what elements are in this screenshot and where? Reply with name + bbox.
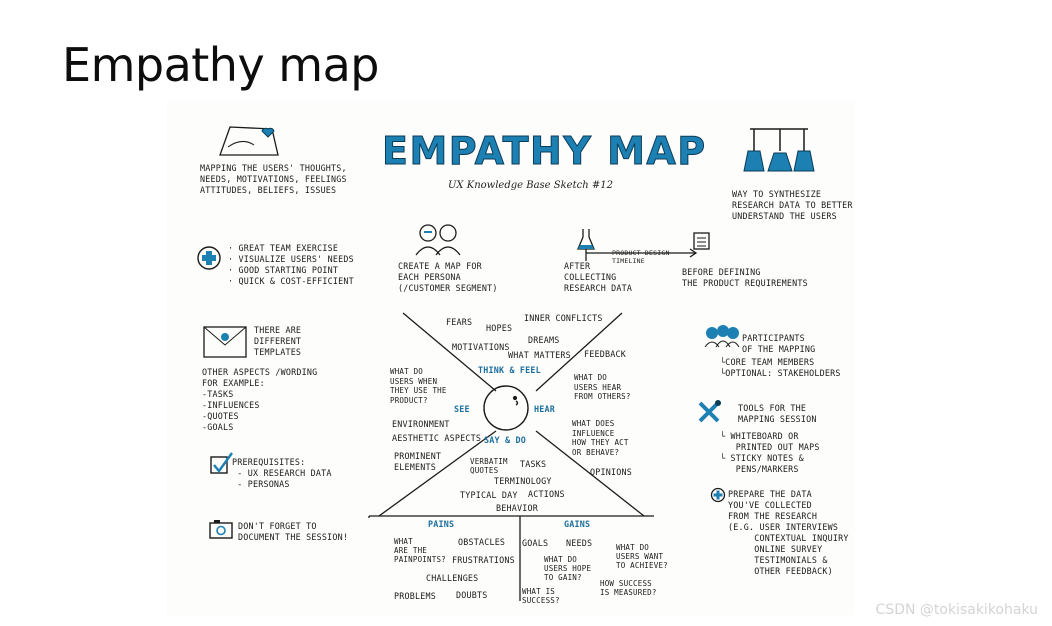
persona-icon: [412, 219, 466, 257]
participants-icon: [704, 323, 740, 349]
word-actions: ACTIONS: [528, 489, 565, 500]
tools-heading: TOOLS FOR THE MAPPING SESSION: [738, 403, 817, 425]
word-verbatim: VERBATIM QUOTES: [470, 457, 508, 475]
before-text: BEFORE DEFINING THE PRODUCT REQUIREMENTS: [682, 267, 808, 289]
checkbox-icon: [208, 451, 234, 475]
word-goals: GOALS: [522, 538, 548, 549]
participants-heading: PARTICIPANTS OF THE MAPPING: [742, 333, 815, 355]
watermark: CSDN @tokisakikohaku: [876, 602, 1038, 618]
word-doubts: DOUBTS: [456, 590, 487, 601]
map-heart-icon: [218, 123, 280, 159]
influence-question: WHAT DOES INFLUENCE HOW THEY ACT OR BEHA…: [572, 419, 629, 457]
checklist-icon: [692, 231, 712, 251]
see-label: SEE: [454, 404, 470, 415]
gains-measured-question: HOW SUCCESS IS MEASURED?: [600, 579, 657, 597]
word-obstacles: OBSTACLES: [458, 537, 505, 548]
timeline-text: PRODUCT DESIGN TIMELINE: [612, 249, 670, 265]
word-what-matters: WHAT MATTERS: [508, 350, 571, 361]
word-typical-day: TYPICAL DAY: [460, 490, 518, 501]
hear-question: WHAT DO USERS HEAR FROM OTHERS?: [574, 373, 631, 402]
see-question: WHAT DO USERS WHEN THEY USE THE PRODUCT?: [390, 367, 447, 405]
templates-text: THERE ARE DIFFERENT TEMPLATES: [254, 325, 301, 358]
word-dreams: DREAMS: [528, 335, 559, 346]
slide-title: Empathy map: [62, 38, 379, 92]
tools-list: └ WHITEBOARD OR PRINTED OUT MAPS └ STICK…: [720, 431, 820, 475]
word-terminology: TERMINOLOGY: [494, 476, 552, 487]
after-text: AFTER COLLECTING RESEARCH DATA: [564, 261, 632, 294]
word-needs: NEEDS: [566, 538, 592, 549]
empathy-map-sketch: EMPATHY MAP UX Knowledge Base Sketch #12: [166, 101, 854, 615]
word-problems: PROBLEMS: [394, 591, 436, 602]
template-envelope-icon: [202, 323, 250, 361]
gains-label: GAINS: [564, 519, 590, 530]
word-prominent: PROMINENT ELEMENTS: [394, 451, 441, 473]
word-opinions: OPINIONS: [590, 467, 632, 478]
tools-icon: [696, 399, 724, 425]
word-inner-conflicts: INNER CONFLICTS: [524, 313, 603, 324]
word-frustrations: FRUSTRATIONS: [452, 555, 515, 566]
pains-question: WHAT ARE THE PAINPOINTS?: [394, 537, 446, 564]
word-hopes: HOPES: [486, 323, 512, 334]
camera-icon: [208, 518, 234, 540]
participants-list: └CORE TEAM MEMBERS └OPTIONAL: STAKEHOLDE…: [720, 357, 841, 379]
prepare-list: PREPARE THE DATA YOU'VE COLLECTED FROM T…: [728, 489, 849, 577]
synthesize-text: WAY TO SYNTHESIZE RESEARCH DATA TO BETTE…: [732, 189, 853, 222]
gains-achieve-question: WHAT DO USERS WANT TO ACHIEVE?: [616, 543, 668, 570]
aspects-list: OTHER ASPECTS /WORDING FOR EXAMPLE: -TAS…: [202, 367, 317, 433]
pains-label: PAINS: [428, 519, 454, 530]
say-do-label: SAY & DO: [484, 435, 526, 446]
gains-success-question: WHAT IS SUCCESS?: [522, 587, 560, 605]
benefits-list: · GREAT TEAM EXERCISE · VISUALIZE USERS'…: [228, 243, 354, 287]
sketch-subtitle: UX Knowledge Base Sketch #12: [448, 180, 613, 191]
plus-icon: [196, 245, 222, 271]
word-feedback: FEEDBACK: [584, 349, 626, 360]
word-aesthetic: AESTHETIC ASPECTS: [392, 433, 481, 444]
word-tasks: TASKS: [520, 459, 546, 470]
word-environment: ENVIRONMENT: [392, 419, 450, 430]
sketch-title: EMPATHY MAP: [382, 129, 707, 173]
word-challenges: CHALLENGES: [426, 573, 478, 584]
think-feel-label: THINK & FEEL: [478, 365, 541, 376]
hear-label: HEAR: [534, 404, 555, 415]
document-reminder: DON'T FORGET TO DOCUMENT THE SESSION!: [238, 521, 348, 543]
gains-hope-question: WHAT DO USERS HOPE TO GAIN?: [544, 555, 591, 582]
word-motivations: MOTIVATIONS: [452, 342, 510, 353]
add-circle-icon: [710, 487, 726, 503]
word-fears: FEARS: [446, 317, 472, 328]
persona-text: CREATE A MAP FOR EACH PERSONA (/CUSTOMER…: [398, 261, 498, 294]
lab-flasks-icon: [740, 123, 820, 181]
flask-icon: [576, 227, 596, 253]
prerequisites-list: PREREQUISITES: - UX RESEARCH DATA - PERS…: [232, 457, 332, 490]
purpose-text: MAPPING THE USERS' THOUGHTS, NEEDS, MOTI…: [200, 163, 347, 196]
word-behavior: BEHAVIOR: [496, 503, 538, 514]
